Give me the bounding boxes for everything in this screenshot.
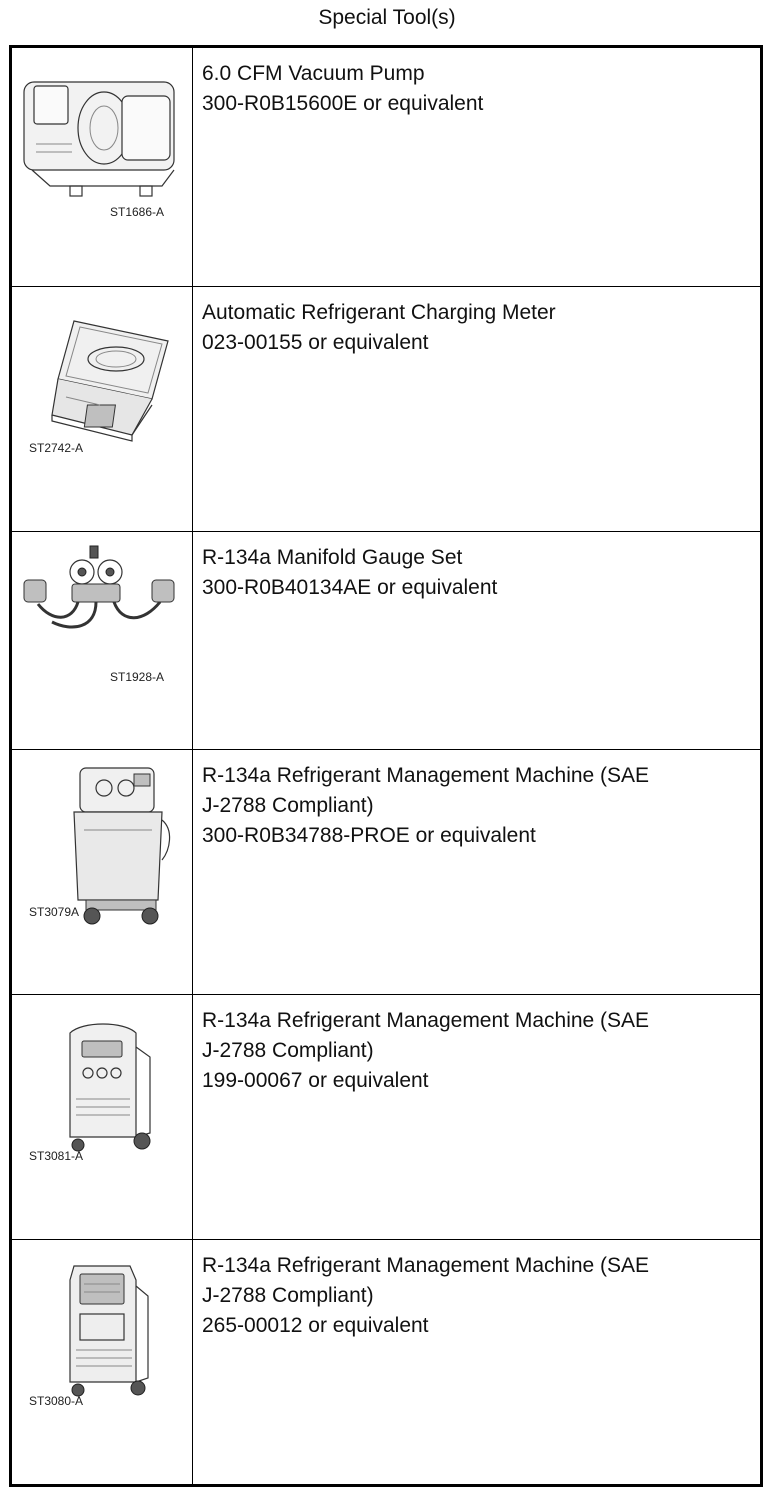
tool-name-continued: J-2788 Compliant) xyxy=(202,1039,374,1062)
table-row: ST1686-A 6.0 CFM Vacuum Pump 300-R0B1560… xyxy=(12,48,760,287)
page-title: Special Tool(s) xyxy=(318,6,456,29)
tool-description: R-134a Refrigerant Management Machine (S… xyxy=(193,750,760,994)
tool-name: R-134a Refrigerant Management Machine (S… xyxy=(202,1254,650,1277)
tool-description: R-134a Refrigerant Management Machine (S… xyxy=(193,995,760,1239)
tool-description: Automatic Refrigerant Charging Meter 023… xyxy=(193,287,760,531)
tool-image-cell: ST2742-A xyxy=(12,287,193,531)
table-row: ST2742-A Automatic Refrigerant Charging … xyxy=(12,287,760,532)
tool-part-number: 300-R0B15600E or equivalent xyxy=(202,92,484,115)
tool-name: 6.0 CFM Vacuum Pump xyxy=(202,62,425,85)
tool-code: ST1686-A xyxy=(110,205,165,219)
tool-part-number: 265-00012 or equivalent xyxy=(202,1314,429,1337)
tool-name: R-134a Refrigerant Management Machine (S… xyxy=(202,1009,650,1032)
tool-image-cell: ST1928-A xyxy=(12,532,193,749)
special-tools-table: ST1686-A 6.0 CFM Vacuum Pump 300-R0B1560… xyxy=(9,45,763,1487)
manifold-gauge-illustration xyxy=(23,545,175,629)
vacuum-pump-illustration xyxy=(23,81,175,197)
tool-image-cell: ST3080-A xyxy=(12,1240,193,1484)
charging-meter-illustration xyxy=(51,320,169,442)
tool-name: R-134a Refrigerant Management Machine (S… xyxy=(202,764,650,787)
tool-name: Automatic Refrigerant Charging Meter xyxy=(202,301,556,324)
tool-code: ST1928-A xyxy=(110,670,165,684)
table-row: ST3080-A R-134a Refrigerant Management M… xyxy=(12,1240,760,1484)
tool-code: ST3081-A xyxy=(29,1149,84,1163)
table-row: ST3081-A R-134a Refrigerant Management M… xyxy=(12,995,760,1240)
tool-name-continued: J-2788 Compliant) xyxy=(202,1284,374,1307)
refrigerant-machine-illustration xyxy=(73,767,171,925)
tool-code: ST3079A xyxy=(29,905,80,919)
refrigerant-machine-illustration xyxy=(69,1023,151,1152)
tool-part-number: 300-R0B34788-PROE or equivalent xyxy=(202,824,536,847)
tool-part-number: 199-00067 or equivalent xyxy=(202,1069,429,1092)
tool-description: R-134a Manifold Gauge Set 300-R0B40134AE… xyxy=(193,532,760,749)
tool-code: ST3080-A xyxy=(29,1394,84,1408)
tool-name: R-134a Manifold Gauge Set xyxy=(202,546,463,569)
tool-description: R-134a Refrigerant Management Machine (S… xyxy=(193,1240,760,1484)
tool-name-continued: J-2788 Compliant) xyxy=(202,794,374,817)
refrigerant-machine-illustration xyxy=(69,1265,149,1397)
table-row: ST1928-A R-134a Manifold Gauge Set 300-R… xyxy=(12,532,760,750)
tool-image-cell: ST1686-A xyxy=(12,48,193,286)
tool-image-cell: ST3081-A xyxy=(12,995,193,1239)
tool-part-number: 300-R0B40134AE or equivalent xyxy=(202,576,498,599)
tool-code: ST2742-A xyxy=(29,441,84,455)
tool-part-number: 023-00155 or equivalent xyxy=(202,331,429,354)
tool-image-cell: ST3079A xyxy=(12,750,193,994)
tool-description: 6.0 CFM Vacuum Pump 300-R0B15600E or equ… xyxy=(193,48,760,286)
table-row: ST3079A R-134a Refrigerant Management Ma… xyxy=(12,750,760,995)
